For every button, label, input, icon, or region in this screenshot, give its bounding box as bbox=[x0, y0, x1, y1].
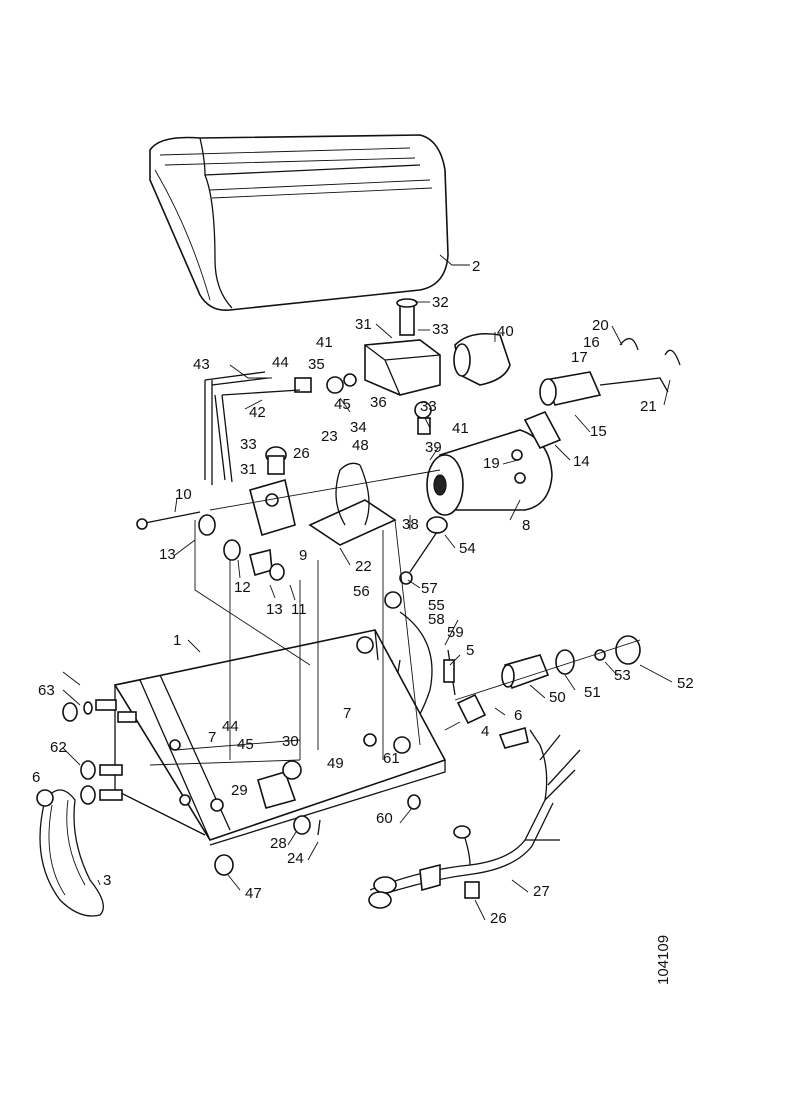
part-label-34: 34 bbox=[350, 419, 367, 436]
valve-block-drawing bbox=[294, 298, 511, 435]
part-label-28: 29 bbox=[231, 782, 248, 799]
part-label-9: 9 bbox=[299, 547, 307, 564]
part-label-44a: 44 bbox=[272, 354, 289, 371]
part-label-33a: 33 bbox=[432, 321, 449, 338]
part-label-8: 8 bbox=[522, 517, 530, 534]
pipe-fittings-right-drawing bbox=[454, 635, 641, 701]
part-label-29: 30 bbox=[282, 733, 299, 750]
part-label-1: 1 bbox=[173, 632, 181, 649]
part-label-33b: 33 bbox=[420, 398, 437, 415]
part-label-11: 11 bbox=[291, 601, 307, 618]
part-label-23: 24 bbox=[287, 850, 304, 867]
part-label-53: 54 bbox=[459, 540, 476, 557]
part-label-21: 22 bbox=[355, 558, 372, 575]
part-label-27: 28 bbox=[270, 835, 287, 852]
part-label-14: 14 bbox=[573, 453, 590, 470]
document-number: 104109 bbox=[655, 935, 672, 985]
part-label-4: 4 bbox=[481, 723, 489, 740]
reservoir-tank-drawing bbox=[113, 629, 447, 846]
fittings-drawing bbox=[198, 514, 285, 581]
part-label-36: 36 bbox=[370, 394, 387, 411]
part-label-16: 16 bbox=[583, 334, 600, 351]
part-label-3: 3 bbox=[103, 872, 111, 889]
part-label-13a: 13 bbox=[159, 546, 176, 563]
part-label-58: 59 bbox=[447, 624, 464, 641]
part-label-38: 39 bbox=[425, 439, 442, 456]
part-label-22: 23 bbox=[321, 428, 338, 445]
part-label-17: 17 bbox=[571, 349, 588, 366]
part-label-10: 10 bbox=[175, 486, 192, 503]
hydraulic-tubes-drawing bbox=[204, 371, 301, 485]
part-label-44b: 44 bbox=[222, 718, 239, 735]
part-label-45b: 45 bbox=[237, 736, 254, 753]
part-label-40: 41 bbox=[316, 334, 333, 351]
part-label-20: 21 bbox=[640, 398, 657, 415]
part-label-49: 50 bbox=[549, 689, 566, 706]
pump-body-drawing bbox=[249, 446, 296, 537]
left-bolts-drawing bbox=[62, 699, 137, 805]
part-label-50: 51 bbox=[584, 684, 601, 701]
part-label-39: 40 bbox=[497, 323, 514, 340]
alignment-lines bbox=[149, 519, 421, 766]
part-label-6a: 6 bbox=[514, 707, 522, 724]
part-label-35: 35 bbox=[308, 356, 325, 373]
part-label-55: 56 bbox=[353, 583, 370, 600]
part-labels: 2 32 31 33 40 20 41 16 43 44 35 17 45 36… bbox=[32, 258, 694, 927]
part-label-42: 42 bbox=[249, 404, 266, 421]
pump-motor-drawing bbox=[426, 429, 553, 516]
part-label-60: 61 bbox=[383, 750, 400, 767]
part-label-47: 48 bbox=[352, 437, 369, 454]
part-label-43: 43 bbox=[193, 356, 210, 373]
part-label-32: 32 bbox=[432, 294, 449, 311]
leader-lines bbox=[62, 254, 673, 921]
part-label-19: 20 bbox=[592, 317, 609, 334]
seat-cushion-drawing bbox=[149, 134, 449, 312]
part-label-61: 62 bbox=[50, 739, 67, 756]
wiring-harness-drawing bbox=[368, 727, 581, 909]
strap-drawing bbox=[36, 789, 104, 917]
part-label-2: 2 bbox=[472, 258, 480, 275]
part-label-41: 41 bbox=[452, 420, 469, 437]
part-label-52: 53 bbox=[614, 667, 631, 684]
part-label-30: 31 bbox=[355, 316, 372, 333]
part-label-7a: 7 bbox=[343, 705, 351, 722]
fitting-group-4-drawing bbox=[443, 649, 487, 725]
part-label-62: 63 bbox=[38, 682, 55, 699]
part-label-46: 47 bbox=[245, 885, 262, 902]
part-label-56: 57 bbox=[421, 580, 438, 597]
part-label-33c: 33 bbox=[240, 436, 257, 453]
part-label-18: 19 bbox=[483, 455, 500, 472]
part-label-51: 52 bbox=[677, 675, 694, 692]
part-label-48: 49 bbox=[327, 755, 344, 772]
part-label-12: 12 bbox=[234, 579, 251, 596]
part-label-31: 31 bbox=[240, 461, 257, 478]
part-label-59: 60 bbox=[376, 810, 393, 827]
part-label-57: 58 bbox=[428, 611, 445, 628]
part-label-5: 5 bbox=[466, 642, 474, 659]
solenoid-switch-drawing bbox=[523, 338, 681, 450]
part-label-54: 55 bbox=[428, 597, 445, 614]
bracket-strap-drawing bbox=[308, 462, 397, 546]
long-bolt-drawing bbox=[136, 469, 441, 530]
part-label-15: 15 bbox=[590, 423, 607, 440]
part-label-13b: 13 bbox=[266, 601, 283, 618]
part-label-37: 38 bbox=[402, 516, 419, 533]
part-label-7b: 7 bbox=[208, 729, 216, 746]
part-label-25: 27 bbox=[533, 883, 550, 900]
part-label-26: 26 bbox=[490, 910, 507, 927]
part-label-24: 26 bbox=[293, 445, 310, 462]
part-label-6b: 6 bbox=[32, 769, 40, 786]
part-label-45a: 45 bbox=[334, 396, 351, 413]
bottom-fittings-drawing bbox=[214, 760, 421, 876]
